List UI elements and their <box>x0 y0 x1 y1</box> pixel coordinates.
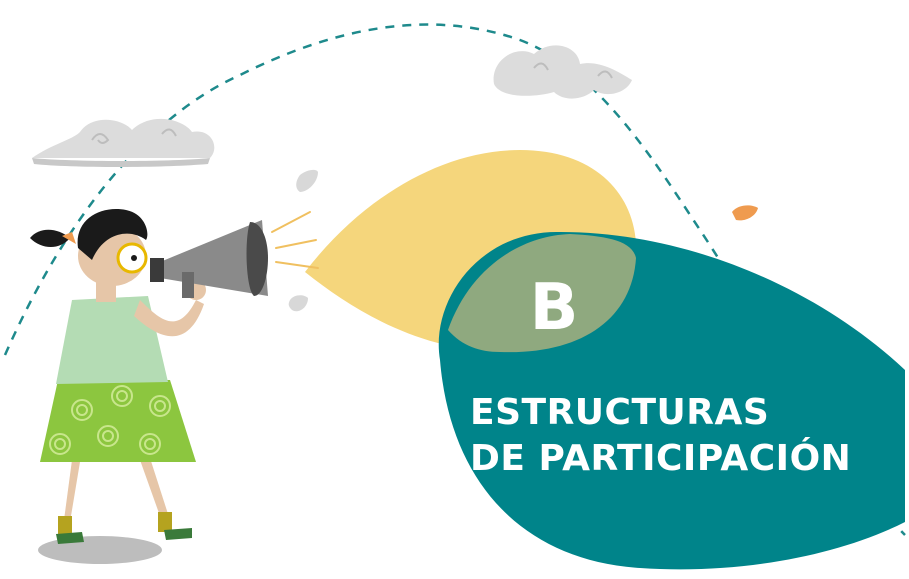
megaphone-icon <box>150 220 268 298</box>
section-title: ESTRUCTURAS DE PARTICIPACIÓN <box>470 390 900 482</box>
drop-icon <box>296 169 318 192</box>
cloud-icon <box>32 118 215 167</box>
leaf-icon <box>732 205 758 221</box>
sound-lines <box>271 211 319 269</box>
cloud-icon <box>493 45 632 99</box>
section-letter: B <box>529 271 579 345</box>
section-title-line1: ESTRUCTURAS <box>470 392 770 433</box>
section-title-line2: DE PARTICIPACIÓN <box>470 438 852 479</box>
overlap-shape <box>448 234 636 353</box>
drop-icon <box>288 295 308 312</box>
character-illustration <box>30 209 206 564</box>
